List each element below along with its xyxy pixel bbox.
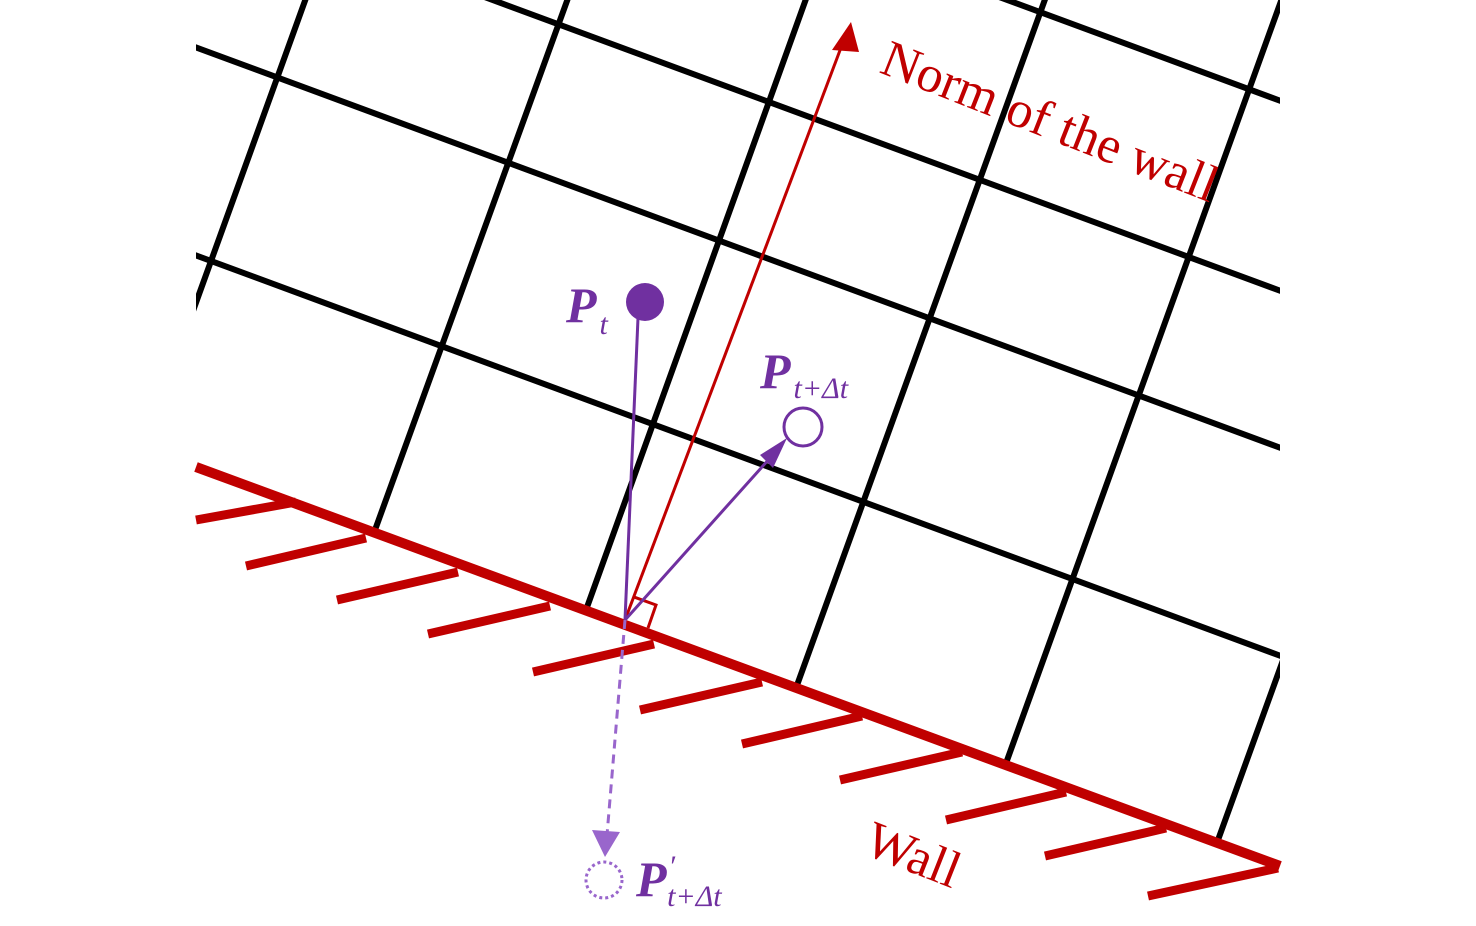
wall <box>194 462 1282 901</box>
grid-line <box>196 8 1280 496</box>
grid-line <box>582 0 824 614</box>
incoming-trajectory <box>623 317 640 621</box>
wall-surface <box>194 462 1282 871</box>
reflected-arrowhead <box>760 438 787 468</box>
mesh-grid <box>196 0 1280 844</box>
p-reflect-subscript: t+Δt <box>667 880 722 913</box>
unreflected-arrowhead <box>592 830 620 857</box>
grid-line <box>196 0 349 434</box>
grid-line <box>1214 56 1280 844</box>
p-next-main: P <box>759 343 791 399</box>
p-reflect-prime: ′ <box>669 850 676 883</box>
wall-label: Wall <box>858 811 969 900</box>
particle-current <box>626 283 664 321</box>
p-reflect-main: P <box>635 851 667 907</box>
unreflected-path <box>592 619 627 857</box>
grid-line <box>371 0 604 534</box>
norm-label: Norm of the wall <box>874 30 1227 214</box>
grid-line <box>196 216 1280 704</box>
p-t-subscript: t <box>600 308 609 341</box>
particle-reflected <box>782 406 824 448</box>
right-angle-marker <box>633 595 658 629</box>
wall-hatching <box>195 497 1279 901</box>
particle-unreflected <box>584 860 624 900</box>
grid-line <box>1001 0 1280 770</box>
normal-vector-line <box>623 44 844 621</box>
normal-arrowhead <box>832 22 859 52</box>
reflected-vector <box>623 438 787 622</box>
grid-line <box>792 0 1056 692</box>
p-t-main: P <box>565 277 597 333</box>
wall-normal <box>623 22 859 629</box>
p-next-subscript: t+Δt <box>794 372 849 405</box>
grid-line <box>196 0 1280 149</box>
grid-line <box>196 0 1280 339</box>
p-reflect-label: P′t+Δt <box>635 850 722 913</box>
